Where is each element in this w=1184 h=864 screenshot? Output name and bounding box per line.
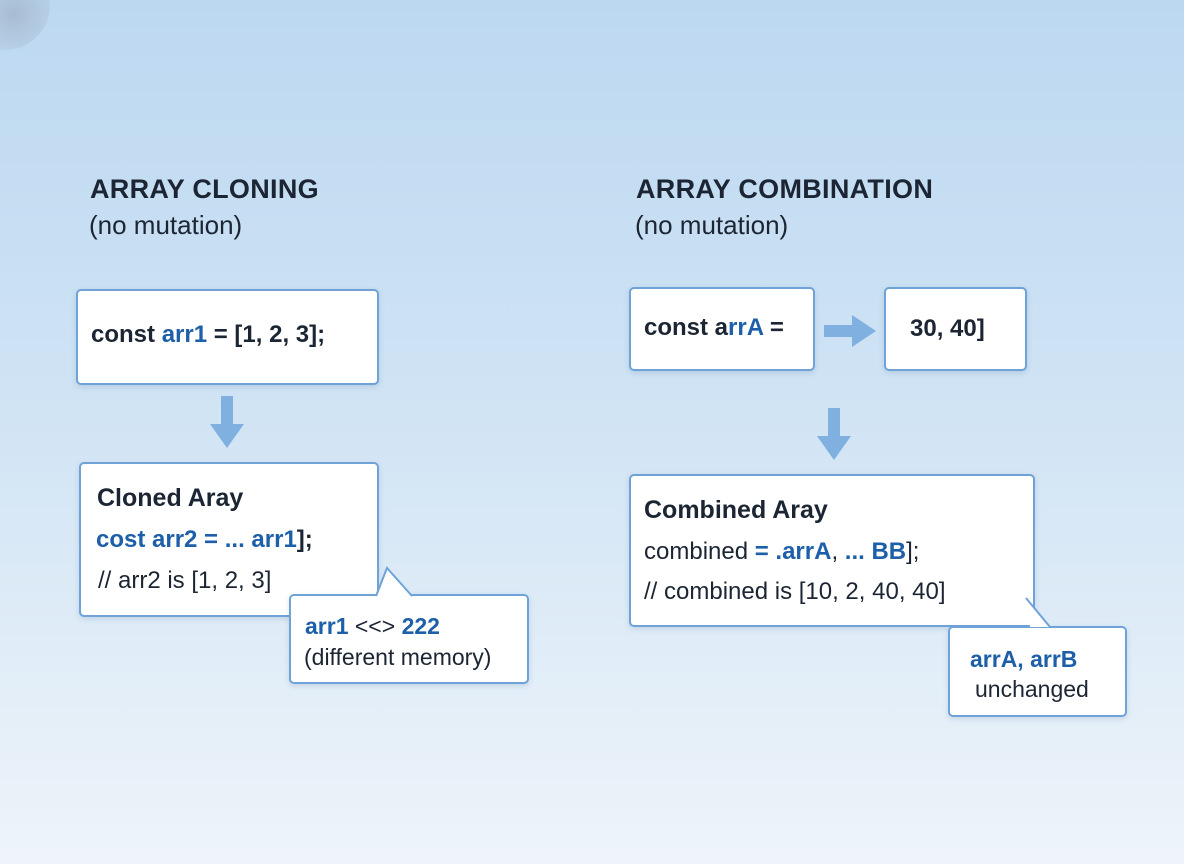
combination-title: ARRAY COMBINATION [636,174,934,204]
clone-source-box: const arr1 = [1, 2, 3]; [76,289,379,385]
cloned-result-box: Cloned Aray cost arr2 = ... arr1]; // ar… [79,462,379,617]
combine-source-suffix: = [763,314,784,341]
clone-callout-var: arr1 [305,613,349,639]
combined-code-end: ]; [906,538,920,565]
combination-subtitle: (no mutation) [635,210,789,240]
combined-result-heading: Combined Aray [644,496,828,524]
clone-callout-line1: arr1 <<> 222 [305,613,440,640]
combine-second-code: 30, 40] [910,315,985,342]
cloned-result-heading: Cloned Aray [97,484,244,512]
clone-callout-line2: (different memory) [304,644,492,670]
clone-callout-compare: <<> [348,613,402,639]
clone-callout-tail [375,566,413,597]
combine-callout-line1: arrA, arrB [970,646,1078,672]
clone-source-prefix: const [91,321,162,348]
cloned-result-comment: // arr2 is [1, 2, 3] [98,567,272,594]
combine-source-prefix: const a [644,314,729,341]
clone-source-code: const arr1 = [1, 2, 3]; [91,321,325,349]
down-arrow-icon [210,396,244,448]
combined-code-spread-a: = .arrA [754,538,832,565]
combined-code-spread-b: ... BB [844,538,907,565]
down-arrow-icon [817,408,851,460]
right-arrow-icon [824,315,876,347]
combined-result-comment: // combined is [10, 2, 40, 40] [644,578,946,605]
clone-source-var: arr1 [161,321,208,348]
combine-source-box: const arrA = [629,287,815,371]
combined-result-code: combined = .arrA, ... BB]; [644,538,919,566]
clone-callout: arr1 <<> 222 (different memory) [289,594,529,684]
cloned-code-end: ]; [296,526,313,553]
cloning-title: ARRAY CLONING [90,174,319,204]
combine-source-code: const arrA = [644,314,784,342]
combined-code-comma: , [831,538,845,565]
corner-shadow [0,0,50,50]
combine-callout: arrA, arrB unchanged [948,626,1127,717]
cloned-code-spread: cost arr2 = ... arr1 [96,526,297,553]
combined-code-name: combined [644,538,755,565]
cloning-subtitle: (no mutation) [89,210,243,240]
combine-second-box: 30, 40] [884,287,1027,371]
clone-source-suffix: = [1, 2, 3]; [207,321,326,348]
combine-callout-line2: unchanged [975,676,1089,702]
combine-source-var: rrA [728,314,764,341]
cloned-result-code: cost arr2 = ... arr1]; [96,526,313,554]
combine-callout-tail [1025,597,1051,628]
combined-result-box: Combined Aray combined = .arrA, ... BB];… [629,474,1035,627]
clone-callout-value: 222 [401,613,440,639]
